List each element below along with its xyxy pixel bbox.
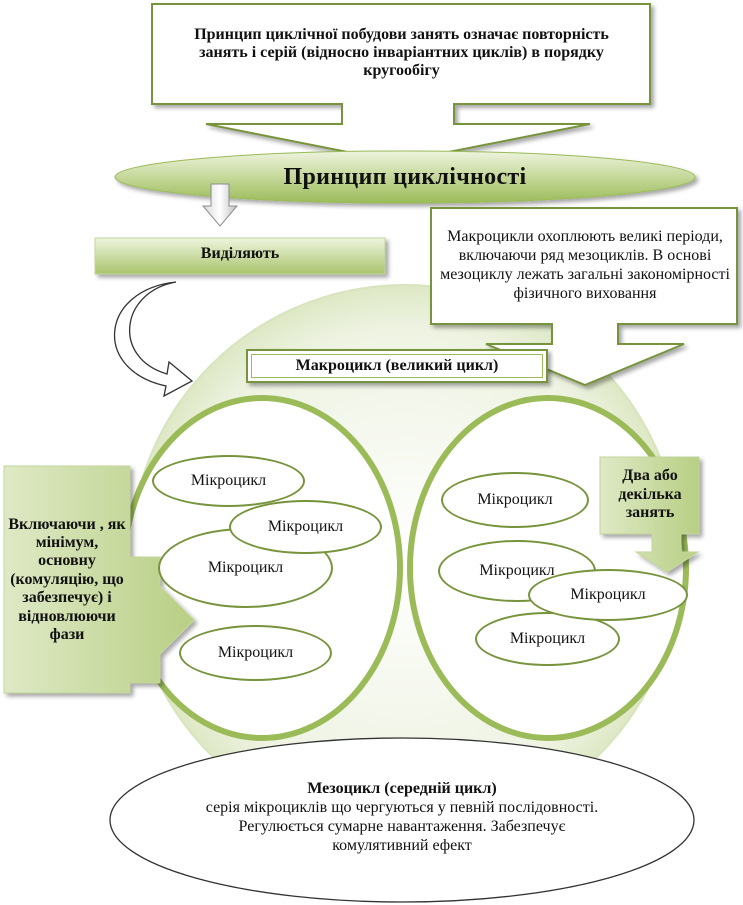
- principle-ellipse: [114, 150, 696, 204]
- macro-description-text: Макроцикли охоплюють великі періоди, вкл…: [440, 228, 730, 302]
- top-callout-arrow: [151, 3, 651, 164]
- highlight-banner: [94, 237, 386, 275]
- right-note-arrow: [599, 456, 700, 573]
- down-arrow: [201, 183, 239, 227]
- left-side-note-text: Включаючи , як мінімум, основну (комуляц…: [8, 515, 126, 643]
- macro-label: Макроцикл (великий цикл): [246, 349, 548, 383]
- principle-definition-text: Принцип циклічної побудови занять означа…: [194, 26, 609, 79]
- meso-description: серія мікроциклів що чергуються у певній…: [205, 799, 599, 854]
- microcycle-left-4: Мікроцикл: [179, 625, 332, 681]
- principle-title: Принцип циклічності: [283, 163, 527, 190]
- macro-callout-arrow: [430, 207, 738, 387]
- meso-ellipse: [109, 737, 695, 903]
- microcycle-right-1: Мікроцикл: [441, 472, 589, 528]
- meso-title: Мезоцикл (середній цикл): [307, 780, 497, 798]
- highlight-label: Виділяють: [200, 245, 280, 263]
- microcycle-right-3: Мікроцикл: [528, 569, 688, 621]
- microcycle-right-4: Мікроцикл: [475, 612, 620, 666]
- meso-text: Мезоцикл (середній цикл) серія мікроцикл…: [196, 758, 608, 878]
- left-note-arrow: [3, 465, 195, 694]
- curved-arrow: [114, 281, 194, 398]
- microcycle-right-2: Мікроцикл: [438, 540, 596, 602]
- microcycle-left-1: Мікроцикл: [152, 455, 305, 507]
- microcycle-left-2: Мікроцикл: [229, 500, 382, 554]
- right-side-note-text: Два або декілька занять: [618, 467, 682, 522]
